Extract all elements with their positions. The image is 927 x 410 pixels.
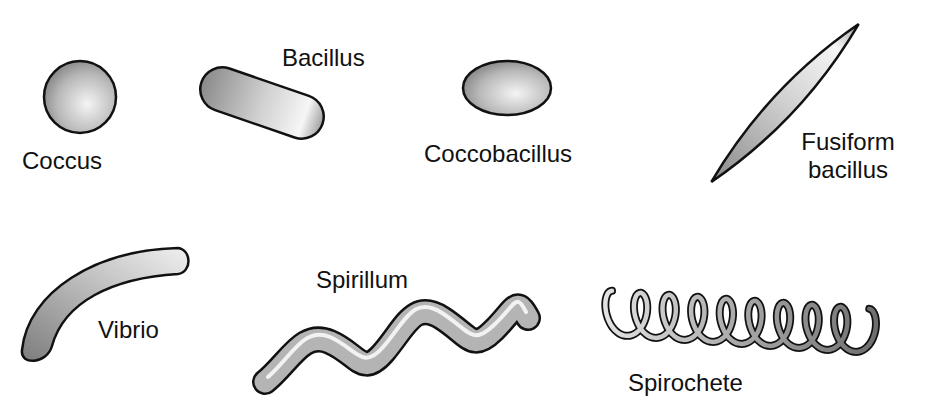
spirochete-body xyxy=(605,291,876,352)
coccobacillus-shape xyxy=(463,61,551,115)
shape-label: Vibrio xyxy=(98,316,159,344)
shape-label: Fusiform bacillus xyxy=(783,128,913,184)
spirochete-outline xyxy=(605,291,876,352)
coccus-shape xyxy=(44,61,116,133)
spirochete-shape xyxy=(605,291,876,352)
shape-label: Spirillum xyxy=(316,266,408,294)
shape-label: Bacillus xyxy=(282,44,365,72)
shape-label: Coccobacillus xyxy=(424,140,572,168)
shape-label: Coccus xyxy=(22,147,102,175)
bacillus-shape xyxy=(194,61,329,144)
vibrio-shape xyxy=(22,248,189,361)
spirillum-shape xyxy=(265,302,528,382)
shape-label: Spirochete xyxy=(628,369,743,397)
